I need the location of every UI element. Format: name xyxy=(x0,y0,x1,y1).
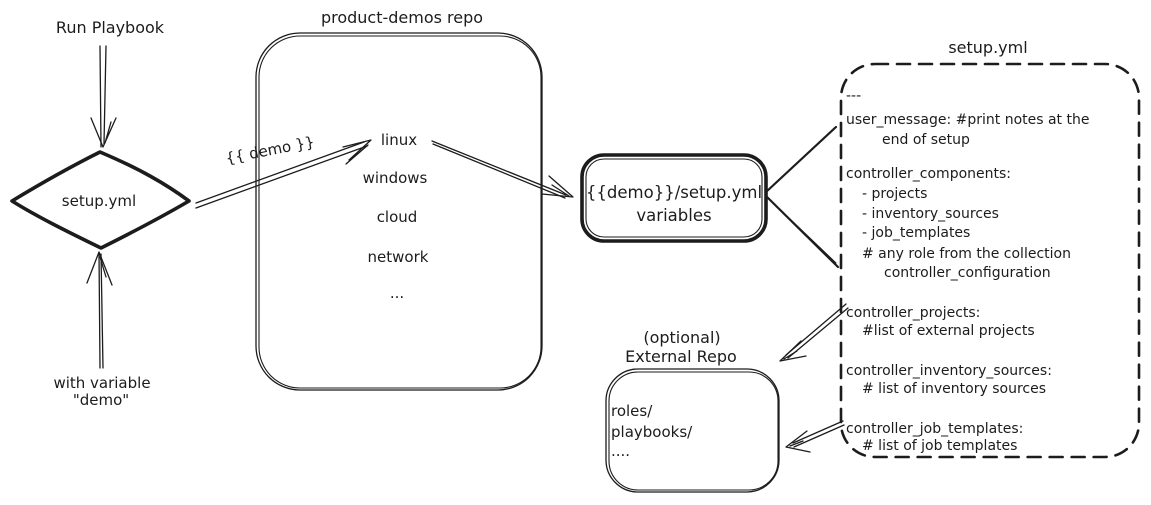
linux-arrow-head xyxy=(541,175,574,198)
with-variable-line1: with variable xyxy=(53,374,150,392)
setup-file-title: setup.yml xyxy=(948,38,1027,57)
external-repo-line-roles: roles/ xyxy=(611,402,653,420)
repo-item-ellipsis: ... xyxy=(390,284,404,302)
yaml-line-end-of-setup: end of setup xyxy=(882,132,970,148)
external-repo-box-outline xyxy=(605,368,780,493)
setup-file-box-outline xyxy=(839,62,1141,459)
variables-box-line2: variables xyxy=(636,206,711,225)
diamond-label: setup.yml xyxy=(62,192,136,210)
connector-line-lower-echo xyxy=(768,198,837,264)
with-variable-line2: "demo" xyxy=(73,391,129,409)
repo-title: product-demos repo xyxy=(321,8,483,27)
yaml-line-user-message: user_message: #print notes at the xyxy=(846,112,1089,128)
yaml-line-inventory-sources: - inventory_sources xyxy=(862,206,999,222)
external-arrow-bottom-shaft xyxy=(792,420,845,448)
down-arrow-shaft xyxy=(99,45,107,148)
external-repo-line-playbooks: playbooks/ xyxy=(611,423,693,441)
external-repo-box-outline-echo xyxy=(608,371,779,491)
up-arrow-shaft xyxy=(98,252,104,369)
yaml-line-job-templates-comment: # list of job templates xyxy=(862,438,1017,454)
yaml-line-controller-components: controller_components: xyxy=(846,166,1011,182)
external-arrow-top-head xyxy=(779,340,807,362)
yaml-line-controller-projects: controller_projects: xyxy=(846,305,980,321)
variables-box-line1: {{demo}}/setup.yml xyxy=(586,183,762,202)
up-arrow-head xyxy=(86,251,113,286)
yaml-line-controller-job-templates: controller_job_templates: xyxy=(846,421,1023,437)
linux-arrow-shaft xyxy=(431,140,567,199)
demo-arrow-head xyxy=(342,139,372,165)
external-repo-label-optional: (optional) xyxy=(643,328,720,347)
demo-arrow-shaft xyxy=(195,141,368,209)
down-arrow-head xyxy=(90,117,117,148)
variables-box-outline xyxy=(580,153,768,243)
diamond-shape xyxy=(10,150,191,250)
external-arrow-top-shaft xyxy=(785,303,849,359)
external-repo-line-ellipsis: .... xyxy=(611,442,630,460)
yaml-line-any-role-comment: # any role from the collection xyxy=(862,246,1071,262)
external-arrow-bottom-head xyxy=(785,430,811,453)
repo-item-cloud: cloud xyxy=(377,208,418,226)
demo-arrow-label: {{ demo }} xyxy=(224,133,316,168)
yaml-line-external-projects-comment: #list of external projects xyxy=(862,323,1035,339)
yaml-line-controller-inventory-sources: controller_inventory_sources: xyxy=(846,363,1052,379)
repo-box-outline-echo xyxy=(258,35,542,389)
repo-box-outline xyxy=(255,32,543,391)
run-playbook-label: Run Playbook xyxy=(56,18,165,37)
external-repo-label-name: External Repo xyxy=(625,347,737,366)
variables-box-outline-echo xyxy=(585,158,763,238)
repo-item-linux: linux xyxy=(381,131,417,149)
repo-item-windows: windows xyxy=(363,169,428,187)
yaml-line-projects: - projects xyxy=(862,186,927,202)
yaml-line-doc-start: --- xyxy=(846,88,861,104)
yaml-line-controller-configuration: controller_configuration xyxy=(884,265,1051,281)
yaml-line-job-templates: - job_templates xyxy=(862,225,970,241)
repo-item-network: network xyxy=(368,248,429,266)
yaml-line-inventory-sources-comment: # list of inventory sources xyxy=(862,381,1046,397)
connector-line-upper xyxy=(764,125,838,194)
